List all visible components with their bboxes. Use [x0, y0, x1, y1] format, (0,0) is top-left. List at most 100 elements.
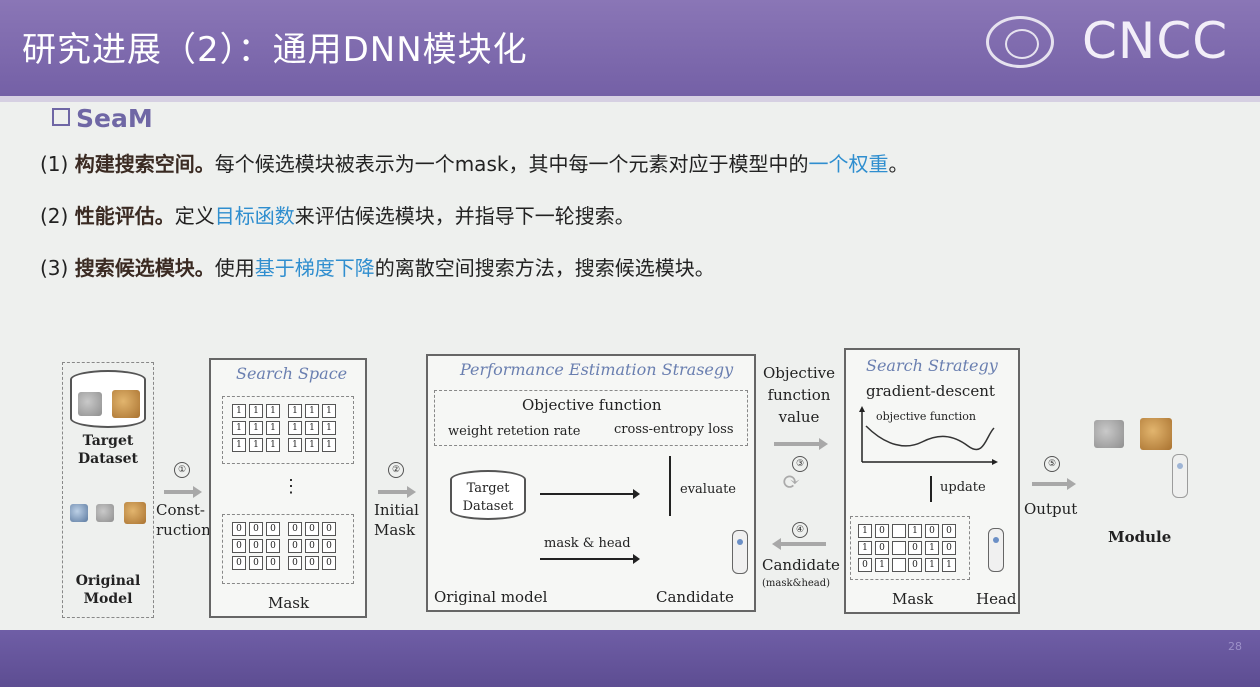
- mask-cell: [892, 558, 906, 572]
- mask-cell: 1: [322, 404, 336, 418]
- mask-head-label: mask & head: [544, 536, 631, 551]
- strategy-mask-group: [850, 516, 970, 580]
- step-4-icon: ④: [792, 522, 808, 538]
- mask-group-top: [222, 396, 354, 464]
- arrow-construction: [164, 486, 202, 498]
- head-indicator-icon: [732, 530, 748, 574]
- mask-cell: 1: [266, 438, 280, 452]
- footer-bar: 28: [0, 630, 1260, 687]
- mask-cell: 1: [288, 421, 302, 435]
- target-dataset-label: Target Dataset: [77, 433, 138, 467]
- mask-cell: [892, 541, 906, 555]
- mask-cell: 1: [305, 421, 319, 435]
- update-line: [930, 476, 932, 502]
- mask-cell: 0: [875, 541, 889, 555]
- mask-cell: 1: [305, 438, 319, 452]
- weight-retention-term: weight retetion rate: [448, 424, 581, 439]
- bullet-text-end: 的离散空间搜索方法，搜索候选模块。: [374, 256, 715, 280]
- bullet-number: (1): [40, 152, 69, 176]
- mask-cell: 0: [858, 558, 872, 572]
- mask-cell: 1: [249, 404, 263, 418]
- model-thumb-1: [70, 504, 88, 522]
- mask-cell: 1: [925, 541, 939, 555]
- step-3-icon: ③: [792, 456, 808, 472]
- mask-cell: 1: [322, 438, 336, 452]
- construction-label: Const- ruction: [156, 501, 211, 539]
- mask-cell: 0: [266, 522, 280, 536]
- objective-value-label: Objective function value: [762, 364, 835, 426]
- evaluate-line: [669, 456, 671, 516]
- mask-cell: 0: [288, 539, 302, 553]
- mask-cell: 1: [266, 421, 280, 435]
- mask-cell: 1: [249, 421, 263, 435]
- mask-cell: 0: [875, 524, 889, 538]
- search-strategy-title: Search Strategy: [866, 356, 998, 375]
- strategy-head-icon: [988, 528, 1004, 572]
- bullet-text: 每个候选模块被表示为一个mask，其中每一个元素对应于模型中的: [214, 152, 809, 176]
- step-2-icon: ②: [388, 462, 404, 478]
- bullet-bold: 搜索候选模块。: [74, 256, 215, 280]
- mask-cell: 0: [266, 539, 280, 553]
- pes-original-model-label: Original model: [434, 588, 548, 606]
- bullet-3: (3) 搜索候选模块。使用基于梯度下降的离散空间搜索方法，搜索候选模块。: [40, 252, 715, 281]
- mask-cell: 0: [322, 522, 336, 536]
- mask-cell: 0: [305, 522, 319, 536]
- mask-cell: 1: [858, 541, 872, 555]
- arrow-mask-head: [540, 554, 640, 564]
- original-model-label: Original Model: [75, 573, 141, 607]
- mask-cell: 0: [249, 556, 263, 570]
- bullet-2: (2) 性能评估。定义目标函数来评估候选模块，并指导下一轮搜索。: [40, 200, 635, 229]
- pes-candidate-label: Candidate: [656, 588, 734, 606]
- module-image-grey: [1094, 420, 1124, 448]
- bullet-highlight: 目标函数: [214, 204, 295, 228]
- input-panel: [62, 362, 154, 618]
- arrow-initial-mask: [378, 486, 416, 498]
- bullet-highlight: 一个权重: [808, 152, 889, 176]
- candidate-sub-label: (mask&head): [762, 578, 831, 589]
- bullet-text: 使用: [214, 256, 255, 280]
- mask-cell: 0: [249, 522, 263, 536]
- strategy-mask-label: Mask: [892, 590, 934, 608]
- mask-cell: 0: [322, 539, 336, 553]
- objective-panel: [434, 390, 748, 446]
- arrow-candidate: [772, 538, 826, 550]
- mask-cell: 1: [288, 404, 302, 418]
- mask-cell: 1: [266, 404, 280, 418]
- mask-cell: 1: [322, 421, 336, 435]
- sample-image-tan: [112, 390, 140, 418]
- pes-target-dataset-label: Target Dataset: [462, 481, 514, 514]
- bullet-number: (3): [40, 256, 69, 280]
- mask-cell: 0: [942, 524, 956, 538]
- header-divider: [0, 96, 1260, 102]
- mask-cell: 0: [322, 556, 336, 570]
- mask-cell: 1: [875, 558, 889, 572]
- model-thumb-2: [96, 504, 114, 522]
- initial-mask-label: Initial Mask: [374, 501, 419, 539]
- page-number: 28: [1228, 640, 1242, 653]
- target-dataset-cylinder: [450, 470, 526, 520]
- seam-diagram: Target Dataset Original Model ① Const- r…: [0, 340, 1260, 630]
- cross-entropy-term: cross-entropy loss: [614, 422, 734, 437]
- mask-cell: 0: [305, 539, 319, 553]
- bullet-bold: 构建搜索空间。: [74, 152, 215, 176]
- mask-cell: 0: [942, 541, 956, 555]
- page-title: 研究进展（2）：通用DNN模块化: [22, 30, 528, 70]
- mask-cell: 1: [232, 438, 246, 452]
- mask-cell: 1: [232, 404, 246, 418]
- loss-curve-plot: [859, 406, 998, 465]
- mask-cell: 0: [288, 556, 302, 570]
- section-label: SeaM: [76, 104, 153, 133]
- output-label: Output: [1024, 500, 1078, 518]
- bullet-1: (1) 构建搜索空间。每个候选模块被表示为一个mask，其中每一个元素对应于模型…: [40, 148, 908, 177]
- sample-image-grey: [78, 392, 102, 416]
- mask-cell: 0: [232, 522, 246, 536]
- mask-group-bottom: [222, 514, 354, 584]
- mask-cell: 1: [305, 404, 319, 418]
- evaluate-label: evaluate: [680, 482, 736, 497]
- mask-cell: 1: [942, 558, 956, 572]
